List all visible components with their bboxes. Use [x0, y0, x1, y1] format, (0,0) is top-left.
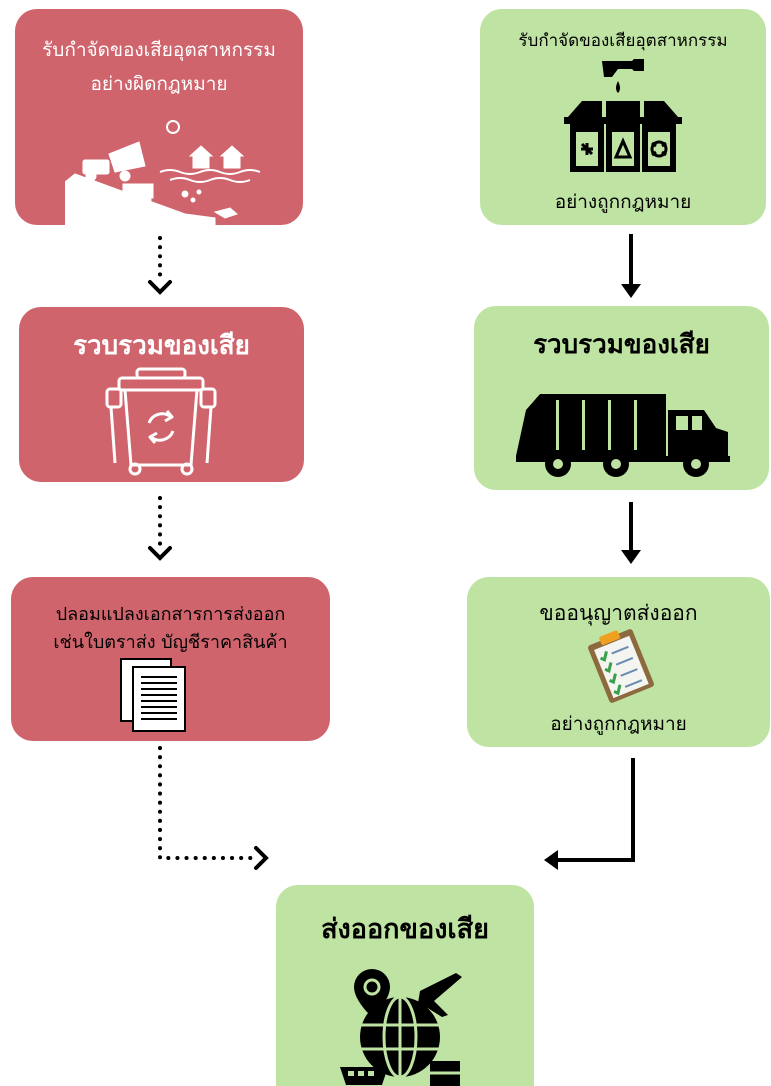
documents-icon [120, 658, 186, 732]
legal-step-permit: ขออนุญาตส่งออก อย่างถูกกฎหมาย [467, 577, 770, 747]
illegal-step-dispose-line1: รับกำจัดของเสียอุตสาหกรรม [42, 39, 276, 61]
clipboard-checklist-icon [588, 629, 654, 703]
solid-arrow-2 [621, 502, 641, 564]
dotted-arrow-1 [148, 236, 172, 295]
illegal-dumping-icon [65, 120, 261, 226]
legal-step-permit-line1: ขออนุญาตส่งออก [539, 601, 698, 625]
sorting-bins-icon [564, 59, 682, 172]
garbage-truck-icon [516, 394, 730, 477]
illegal-step-collect: รวบรวมของเสีย [19, 307, 304, 482]
legal-step-dispose: รับกำจัดของเสียอุตสาหกรรม อย่างถูกกฎ [480, 9, 766, 225]
illegal-step-collect-title: รวบรวมของเสีย [73, 331, 250, 361]
recycle-bin-icon [105, 367, 217, 476]
legal-step-permit-line2: อย่างถูกกฎหมาย [550, 713, 687, 735]
legal-step-collect: รวบรวมของเสีย [474, 306, 769, 490]
final-step-export: ส่งออกของเสีย [276, 885, 534, 1086]
solid-arrow-1 [621, 234, 641, 298]
legal-step-dispose-line2: อย่างถูกกฎหมาย [554, 191, 692, 213]
illegal-step-dispose: รับกำจัดของเสียอุตสาหกรรม อย่างผิดกฎหมาย [15, 9, 303, 226]
legal-step-collect-title: รวบรวมของเสีย [533, 330, 710, 360]
dotted-arrow-3 [158, 746, 269, 870]
global-logistics-icon [340, 969, 462, 1086]
illegal-step-dispose-line2: อย่างผิดกฎหมาย [90, 73, 228, 95]
final-step-export-title: ส่งออกของเสีย [321, 914, 489, 945]
dotted-arrow-2 [148, 496, 172, 561]
illegal-step-forge-line1: ปลอมแปลงเอกสารการส่งออก [55, 604, 286, 625]
illegal-step-forge: ปลอมแปลงเอกสารการส่งออก เช่นใบตราส่ง บัญ… [11, 577, 330, 741]
illegal-step-forge-line2: เช่นใบตราส่ง บัญชีราคาสินค้า [53, 632, 288, 653]
solid-arrow-3 [544, 758, 635, 870]
legal-step-dispose-line1: รับกำจัดของเสียอุตสาหกรรม [518, 31, 728, 51]
